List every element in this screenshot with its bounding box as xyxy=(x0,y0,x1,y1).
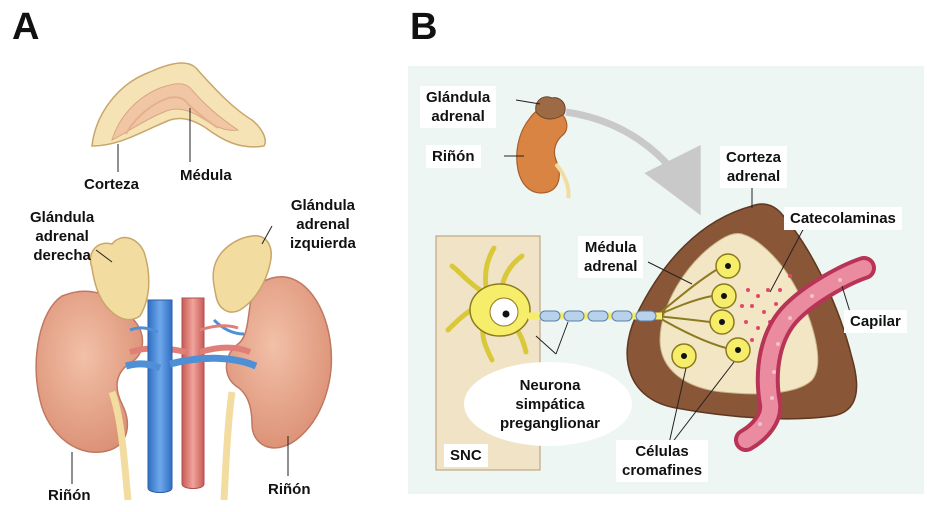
label-glandula-adrenal: Glándula adrenal xyxy=(420,86,496,128)
label-catecolaminas: Catecolaminas xyxy=(784,207,902,230)
label-glandula-derecha: Glándula adrenal derecha xyxy=(30,208,94,265)
label-rinon-right: Riñón xyxy=(268,480,311,499)
label-celulas-cromafines: Células cromafines xyxy=(616,440,708,482)
ureter-left xyxy=(224,392,232,500)
label-corteza-adrenal: Corteza adrenal xyxy=(720,146,787,188)
renal-vein-right xyxy=(126,364,160,368)
label-capilar: Capilar xyxy=(844,310,907,333)
small-adrenal xyxy=(536,97,565,119)
renal-artery-left xyxy=(200,348,250,353)
label-medula: Médula xyxy=(180,166,232,185)
label-rinon: Riñón xyxy=(426,145,481,168)
label-neurona: Neurona simpática preganglionar xyxy=(500,376,600,433)
label-glandula-izquierda: Glándula adrenal izquierda xyxy=(290,196,356,253)
aorta xyxy=(182,298,204,489)
panel-a-letter: A xyxy=(12,6,39,49)
panel-b xyxy=(408,66,924,494)
label-rinon-left: Riñón xyxy=(48,486,91,505)
label-corteza: Corteza xyxy=(84,175,139,194)
panel-a xyxy=(36,63,331,500)
panel-b-letter: B xyxy=(410,6,437,49)
adrenal-artery xyxy=(200,326,238,330)
adrenal-cross-section xyxy=(92,63,265,147)
label-medula-adrenal: Médula adrenal xyxy=(578,236,643,278)
label-snc: SNC xyxy=(444,444,488,467)
